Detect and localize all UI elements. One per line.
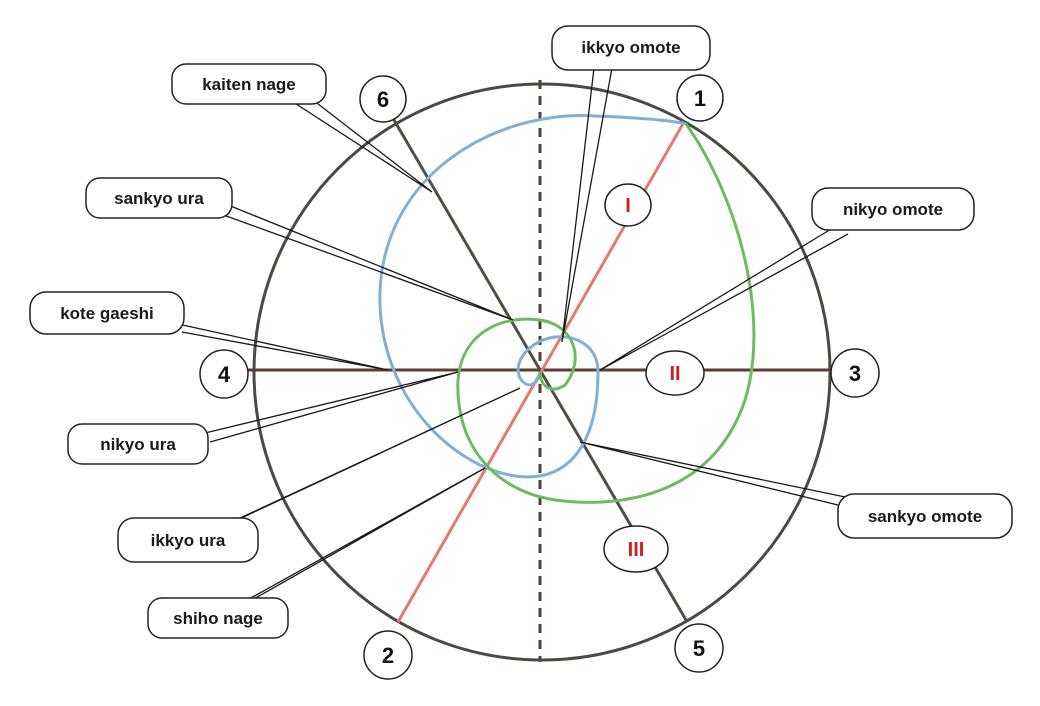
roman-numeral: I [625,195,631,217]
roman-I: I [604,183,652,227]
blue-spiral-inner-loop [516,335,600,387]
roman-numeral: II [669,363,680,385]
direction-5: 5 [674,623,724,673]
callout-label: nikyo ura [100,435,176,454]
callout-sankyo-omote: sankyo omote [837,493,1013,539]
callout-label: sankyo ura [114,189,204,208]
direction-6: 6 [359,75,407,123]
roman-II: II [645,350,705,396]
callout-label: kaiten nage [202,75,296,94]
direction-2: 2 [363,630,413,680]
callout-nikyo-ura: nikyo ura [67,423,209,465]
pointer-nikyo-omote [599,225,849,371]
pointer-nikyo-ura [204,371,459,443]
callout-nikyo-omote: nikyo omote [811,187,975,231]
callout-label: sankyo omote [868,507,982,526]
outer-circle [252,82,832,662]
roman-III: III [603,525,669,573]
callout-label: ikkyo omote [581,38,680,57]
callout-kote-gaeshi: kote gaeshi [29,291,185,335]
callout-sankyo-ura: sankyo ura [85,177,233,219]
direction-3: 3 [830,348,880,398]
pointer-shiho-nage [239,467,486,605]
green-spiral [456,123,756,504]
pointer-kaiten-nage [289,89,433,193]
roman-numeral: III [628,539,645,561]
direction-number: 6 [377,87,389,112]
direction-4: 4 [199,349,249,399]
callout-ikkyo-omote: ikkyo omote [551,25,711,71]
pointer-ikkyo-omote [561,67,613,343]
pointer-sankyo-ura [217,204,514,321]
callout-label: nikyo omote [843,200,943,219]
callout-pointers [177,67,851,605]
callout-label: ikkyo ura [151,531,226,550]
pointer-sankyo-omote [579,441,851,507]
direction-number: 5 [693,636,705,661]
callout-ikkyo-ura: ikkyo ura [117,517,259,563]
direction-number: 1 [694,86,706,111]
callout-shiho-nage: shiho nage [147,597,289,639]
direction-number: 4 [218,362,231,387]
callout-label: shiho nage [173,609,263,628]
direction-number: 2 [382,643,394,668]
callout-kaiten-nage: kaiten nage [171,63,327,105]
callout-label: kote gaeshi [60,304,154,323]
pointer-kote-gaeshi [177,323,389,371]
direction-1: 1 [676,74,724,122]
direction-number: 3 [849,361,861,386]
blue-spiral [378,114,687,479]
pointer-ikkyo-ura [224,387,521,526]
